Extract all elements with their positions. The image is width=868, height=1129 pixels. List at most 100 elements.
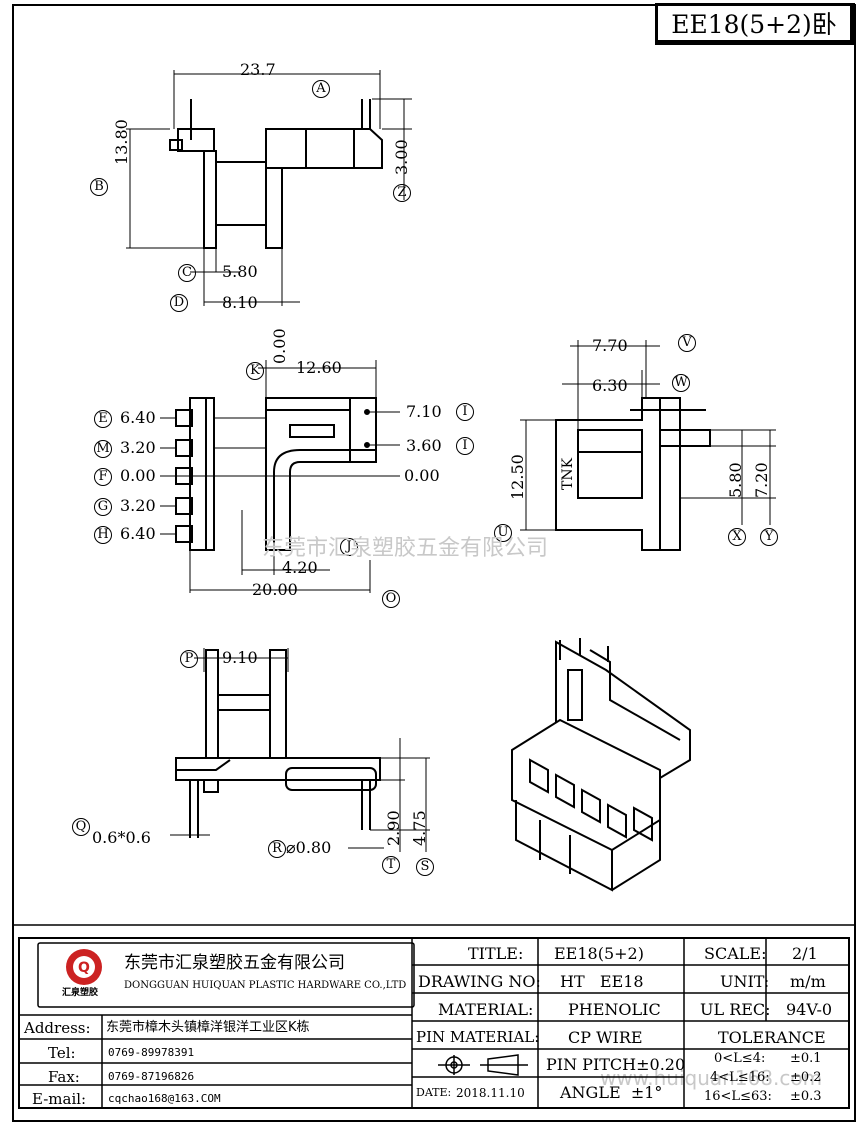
pin-e-value: 6.40 [120,408,156,427]
dim-side-width-1: 7.70 [592,336,628,355]
ul-label: UL REC: [700,1000,771,1019]
dim-side-width-2: 6.30 [592,376,628,395]
watermark-cn: 东莞市汇泉塑胶五金有限公司 [262,536,549,561]
ref-t: T [382,856,400,874]
dim-pin-offset: 3.00 [392,139,411,175]
dim-side-h1: 5.80 [726,462,745,498]
ref-j: J [340,538,358,556]
unit-value: m/m [790,972,826,991]
tol-2-value: ±0.2 [790,1070,822,1085]
tolerance-label: TOLERANCE [718,1028,826,1047]
dim-side-height: 12.50 [508,454,527,500]
ref-g: G [94,498,112,516]
ref-x: X [728,528,746,546]
ref-r: R [268,840,286,858]
tol-1-value: ±0.1 [790,1051,822,1066]
tnk-label: TNK [560,457,576,490]
top-view [169,99,383,249]
dim-height: 13.80 [112,119,131,165]
drawing-no-value: HT EE18 [560,972,644,991]
title-block: Q 汇泉塑胶 东莞市汇泉塑胶五金有限公司 DONGGUAN HUIQUAN PL… [18,937,850,1109]
material-value: PHENOLIC [568,1000,661,1019]
ref-q: Q [72,818,90,836]
material-label: MATERIAL: [438,1000,534,1019]
pin-m-value: 3.20 [120,438,156,457]
svg-text:Q: Q [78,960,90,976]
dim-pin-right-1: 7.10 [406,402,442,421]
pin-pitch: PIN PITCH±0.20 [546,1055,686,1074]
pin-g-value: 3.20 [120,496,156,515]
dim-slot-width: 5.80 [222,262,258,281]
ref-k: K [246,362,264,380]
bottom-view-dims [170,648,430,852]
sheet-frame [12,4,856,1122]
dim-bottom-width: 9.10 [222,648,258,667]
fax-label: Fax: [48,1068,80,1086]
title-value: EE18(5+2) [554,944,644,963]
top-view-dims [126,70,412,306]
company-name-cn: 东莞市汇泉塑胶五金有限公司 [124,953,345,973]
side-view [555,397,711,551]
dim-inner: 4.20 [282,558,318,577]
dim-bottom-h1: 2.90 [384,810,403,846]
dim-length: 20.00 [252,580,298,599]
email-value: cqchao168@163.COM [108,1092,221,1105]
bottom-view [175,649,381,838]
dim-pin-dia: ⌀0.80 [286,838,332,857]
dim-body-width: 8.10 [222,293,258,312]
part-title-box: EE18(5+2)卧 [655,3,855,45]
email-label: E-mail: [32,1090,87,1108]
drawing-no-label: DRAWING NO: [418,972,541,991]
ref-c: C [178,264,196,282]
projection-symbol-icon [438,1054,528,1076]
ref-e: E [94,410,112,428]
logo-text: 汇泉塑胶 [62,988,99,998]
pin-material-value: CP WIRE [568,1028,643,1047]
pin-f-value: 0.00 [120,466,156,485]
ref-a: A [312,80,330,98]
pin-h-value: 6.40 [120,524,156,543]
dim-width: 23.7 [240,60,276,79]
tel-value: 0769-89978391 [108,1046,195,1059]
front-view [175,397,377,551]
ref-i-2: I [456,437,474,455]
address-label: Address: [24,1019,91,1037]
dim-pin-size: 0.6*0.6 [92,828,151,847]
dim-zero-top: 0.00 [270,328,289,364]
isometric-view [511,638,691,892]
ref-z: Z [393,184,411,202]
unit-label: UNIT: [720,972,770,991]
ref-b: B [90,178,108,196]
tel-label: Tel: [48,1044,76,1062]
ref-u: U [494,524,512,542]
pin-material-label: PIN MATERIAL: [416,1028,540,1046]
scale-label: SCALE: [704,944,767,963]
ref-f: F [94,468,112,486]
dim-pin-right-2: 3.60 [406,436,442,455]
ref-i-1: I [456,403,474,421]
ref-y: Y [760,528,778,546]
title-block-grid [18,937,850,1109]
side-view-dims [520,340,776,531]
company-logo-icon: Q [66,949,102,985]
tol-2-range: 4<L≤16: [710,1070,770,1085]
ref-h: H [94,526,112,544]
ul-value: 94V-0 [786,1000,833,1019]
tol-3-value: ±0.3 [790,1089,822,1104]
dim-depth: 12.60 [296,358,342,377]
company-name-en: DONGGUAN HUIQUAN PLASTIC HARDWARE CO.,LT… [124,980,407,991]
dim-side-h2: 7.20 [752,462,771,498]
ref-d: D [170,294,188,312]
ref-s: S [416,858,434,876]
watermark-url: www.huiquan168.com [600,1066,823,1090]
ref-o: O [382,590,400,608]
date-value: 2018.11.10 [456,1086,525,1100]
tol-1-range: 0<L≤4: [714,1051,766,1066]
ref-p: P [180,650,198,668]
front-view-dims [160,360,400,593]
fax-value: 0769-87196826 [108,1070,195,1083]
ref-w: W [672,374,690,392]
scale-value: 2/1 [792,944,818,963]
